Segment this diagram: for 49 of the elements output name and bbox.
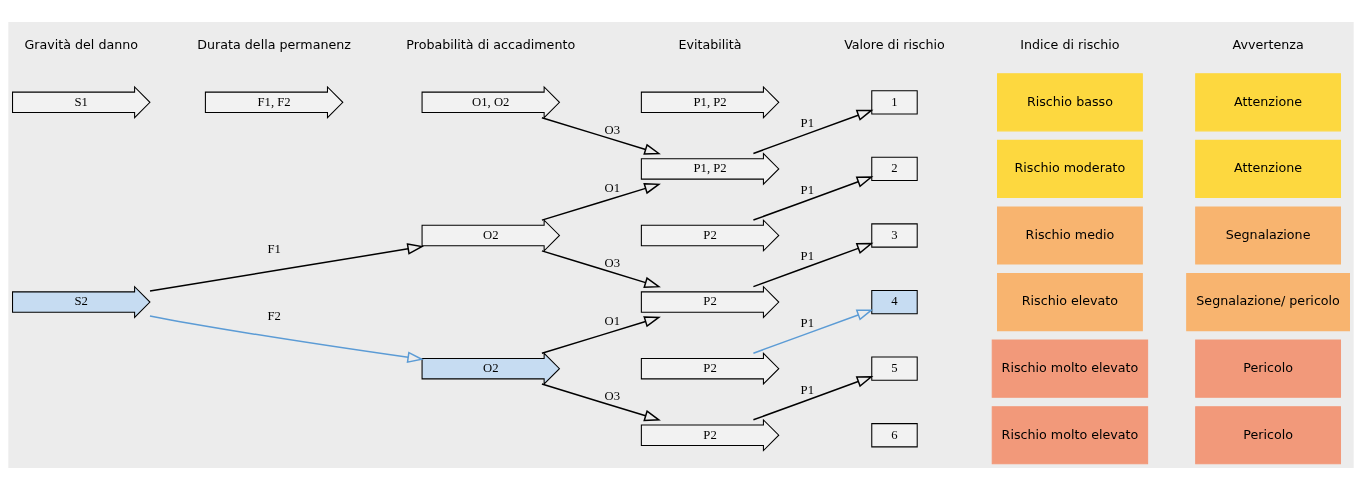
node-box: 5 bbox=[871, 356, 918, 381]
node-box: Attenzione bbox=[1195, 139, 1341, 198]
label: Evitabilità bbox=[678, 36, 742, 52]
label: Durata della permanenz bbox=[197, 36, 351, 52]
arrow bbox=[541, 182, 661, 221]
label: Valore di rischio bbox=[844, 36, 945, 52]
node-box: Pericolo bbox=[1195, 339, 1341, 398]
edge-label: O3 bbox=[604, 388, 621, 403]
node-box: Rischio molto elevato bbox=[991, 406, 1149, 465]
node-box: Rischio moderato bbox=[997, 139, 1143, 198]
node-box: Rischio medio bbox=[997, 206, 1143, 265]
node-box: 1 bbox=[871, 90, 918, 115]
edge-label: O1 bbox=[604, 180, 621, 195]
arrow bbox=[541, 250, 661, 289]
node-box: 6 bbox=[871, 423, 918, 448]
arrow bbox=[752, 309, 874, 354]
edge-label: P1 bbox=[800, 182, 814, 197]
edge-label: P1 bbox=[800, 382, 814, 397]
edge-label: P1 bbox=[800, 316, 814, 331]
node-box: Attenzione bbox=[1195, 73, 1341, 132]
label: Avvertenza bbox=[1232, 36, 1304, 52]
node-box: Rischio molto elevato bbox=[991, 339, 1149, 398]
arrow bbox=[541, 316, 661, 355]
edge-label: P1 bbox=[800, 116, 814, 131]
node-box: Segnalazione/ pericolo bbox=[1186, 273, 1350, 332]
label: Indice di rischio bbox=[1020, 36, 1120, 52]
node-box: Segnalazione bbox=[1195, 206, 1341, 265]
label: Gravità del danno bbox=[24, 36, 139, 52]
edge-label: O3 bbox=[604, 255, 621, 270]
edge-label: F2 bbox=[267, 308, 281, 323]
arrow bbox=[752, 242, 874, 288]
node-box: 2 bbox=[871, 156, 918, 182]
arrow bbox=[752, 375, 874, 421]
edge-label: O3 bbox=[604, 122, 621, 137]
node-box: 3 bbox=[871, 223, 918, 248]
arrow bbox=[752, 176, 874, 221]
arrow bbox=[752, 109, 874, 155]
edge-label: F1 bbox=[267, 242, 281, 257]
label: Probabilità di accadimento bbox=[406, 36, 576, 52]
node-box: Rischio basso bbox=[997, 73, 1143, 132]
arrow bbox=[149, 315, 424, 364]
arrow bbox=[541, 383, 661, 422]
node-box: Pericolo bbox=[1195, 406, 1341, 465]
edge-label: O1 bbox=[604, 313, 621, 328]
node-box: 4 bbox=[871, 289, 918, 315]
node-box: Rischio elevato bbox=[997, 273, 1143, 332]
arrow bbox=[541, 116, 661, 155]
arrow bbox=[149, 243, 425, 292]
edge-label: P1 bbox=[800, 249, 814, 264]
